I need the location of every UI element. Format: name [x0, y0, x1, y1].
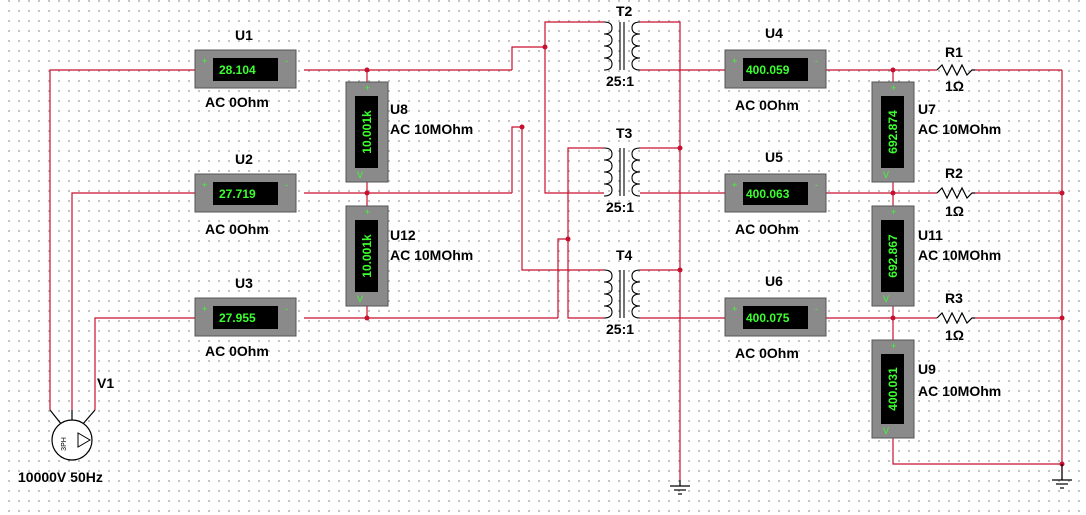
ammeter-reading: 400.075 — [746, 311, 790, 325]
wires — [49, 21, 1063, 480]
ammeter-u6[interactable]: 400.075 + - U6 AC 0Ohm — [724, 273, 827, 361]
transformer-id: T2 — [616, 3, 633, 19]
resistor-r2[interactable]: R2 1Ω — [936, 165, 975, 219]
resistor-r1[interactable]: R1 1Ω — [936, 44, 975, 94]
plus-sign: + — [202, 304, 207, 314]
resistor-value: 1Ω — [945, 203, 964, 219]
meter-id: U5 — [765, 149, 783, 165]
minus-sign: - — [815, 180, 818, 190]
meter-id: U9 — [918, 361, 936, 377]
transformer-ratio: 25:1 — [606, 73, 634, 89]
voltmeter-reading: 692.874 — [886, 110, 900, 154]
volt-sign: V — [357, 170, 363, 180]
meter-mode: AC 10MOhm — [390, 247, 473, 263]
source-label: V1 — [97, 375, 114, 391]
voltmeter-reading: 10.001k — [360, 234, 374, 278]
meter-mode: AC 0Ohm — [205, 343, 269, 359]
transformer-id: T4 — [616, 247, 633, 263]
resistor-id: R2 — [945, 165, 963, 181]
ammeter-reading: 28.104 — [219, 63, 256, 77]
plus-sign: + — [365, 83, 370, 93]
plus-sign: + — [202, 180, 207, 190]
meter-mode: AC 0Ohm — [735, 345, 799, 361]
plus-sign: + — [732, 56, 737, 66]
voltmeter-u7[interactable]: 692.874 + V U7 AC 10MOhm — [871, 81, 1001, 183]
ammeter-u1[interactable]: 28.104 + - U1 AC 0Ohm — [194, 27, 297, 110]
voltmeter-u9[interactable]: 400.031 + V U9 AC 10MOhm — [871, 339, 1001, 439]
resistor-r3[interactable]: R3 1Ω — [936, 290, 975, 343]
plus-sign: + — [891, 207, 896, 217]
plus-sign: + — [891, 83, 896, 93]
meter-mode: AC 10MOhm — [918, 247, 1001, 263]
ammeter-reading: 27.719 — [219, 187, 256, 201]
three-phase-source[interactable]: 3PH V1 10000V 50Hz — [18, 375, 114, 485]
volt-sign: V — [883, 294, 889, 304]
plus-sign: + — [202, 56, 207, 66]
transformer-ratio: 25:1 — [606, 199, 634, 215]
volt-sign: V — [357, 294, 363, 304]
ground-symbol — [1052, 464, 1072, 489]
meter-mode: AC 0Ohm — [735, 221, 799, 237]
voltmeter-u8[interactable]: 10.001k + V U8 AC 10MOhm — [345, 81, 473, 183]
transformer-t4[interactable]: T4 25:1 — [603, 247, 641, 337]
resistor-value: 1Ω — [945, 78, 964, 94]
minus-sign: - — [815, 304, 818, 314]
minus-sign: - — [285, 180, 288, 190]
meter-id: U2 — [235, 151, 253, 167]
meter-id: U8 — [390, 101, 408, 117]
plus-sign: + — [365, 207, 370, 217]
meter-mode: AC 0Ohm — [205, 221, 269, 237]
meter-mode: AC 0Ohm — [735, 97, 799, 113]
ammeter-u3[interactable]: 27.955 + - U3 AC 0Ohm — [194, 275, 297, 359]
ammeter-u4[interactable]: 400.059 + - U4 AC 0Ohm — [724, 25, 827, 113]
voltmeter-reading: 692.867 — [886, 234, 900, 278]
source-rating: 10000V 50Hz — [18, 469, 103, 485]
minus-sign: - — [815, 56, 818, 66]
resistor-id: R3 — [945, 290, 963, 306]
meter-id: U7 — [918, 101, 936, 117]
meter-id: U11 — [918, 227, 943, 243]
voltmeter-u12[interactable]: 10.001k + V U12 AC 10MOhm — [345, 205, 473, 307]
plus-sign: + — [732, 304, 737, 314]
ammeter-reading: 27.955 — [219, 311, 256, 325]
ammeter-reading: 400.059 — [746, 63, 790, 77]
plus-sign: + — [891, 341, 896, 351]
meter-mode: AC 0Ohm — [205, 94, 269, 110]
volt-sign: V — [883, 170, 889, 180]
transformer-t3[interactable]: T3 25:1 — [603, 125, 641, 215]
ammeter-u2[interactable]: 27.719 + - U2 AC 0Ohm — [194, 151, 297, 237]
meter-id: U1 — [235, 27, 253, 43]
transformer-id: T3 — [616, 125, 633, 141]
meter-mode: AC 10MOhm — [918, 121, 1001, 137]
transformer-t2[interactable]: T2 25:1 — [603, 3, 641, 89]
resistor-id: R1 — [945, 44, 963, 60]
junctions — [364, 44, 1065, 467]
volt-sign: V — [883, 426, 889, 436]
plus-sign: + — [732, 180, 737, 190]
ground-symbol — [670, 480, 690, 495]
ammeter-reading: 400.063 — [746, 187, 790, 201]
meter-id: U6 — [765, 273, 783, 289]
minus-sign: - — [285, 304, 288, 314]
minus-sign: - — [285, 56, 288, 66]
meter-mode: AC 10MOhm — [918, 383, 1001, 399]
transformer-ratio: 25:1 — [606, 321, 634, 337]
voltmeter-reading: 10.001k — [360, 110, 374, 154]
meter-id: U3 — [235, 275, 253, 291]
meter-id: U4 — [765, 25, 783, 41]
meter-mode: AC 10MOhm — [390, 121, 473, 137]
voltmeter-reading: 400.031 — [886, 367, 900, 411]
meter-id: U12 — [390, 227, 416, 243]
voltmeter-u11[interactable]: 692.867 + V U11 AC 10MOhm — [871, 205, 1001, 307]
resistor-value: 1Ω — [945, 327, 964, 343]
ammeter-u5[interactable]: 400.063 + - U5 AC 0Ohm — [724, 149, 827, 237]
source-symbol-text: 3PH — [61, 437, 68, 451]
